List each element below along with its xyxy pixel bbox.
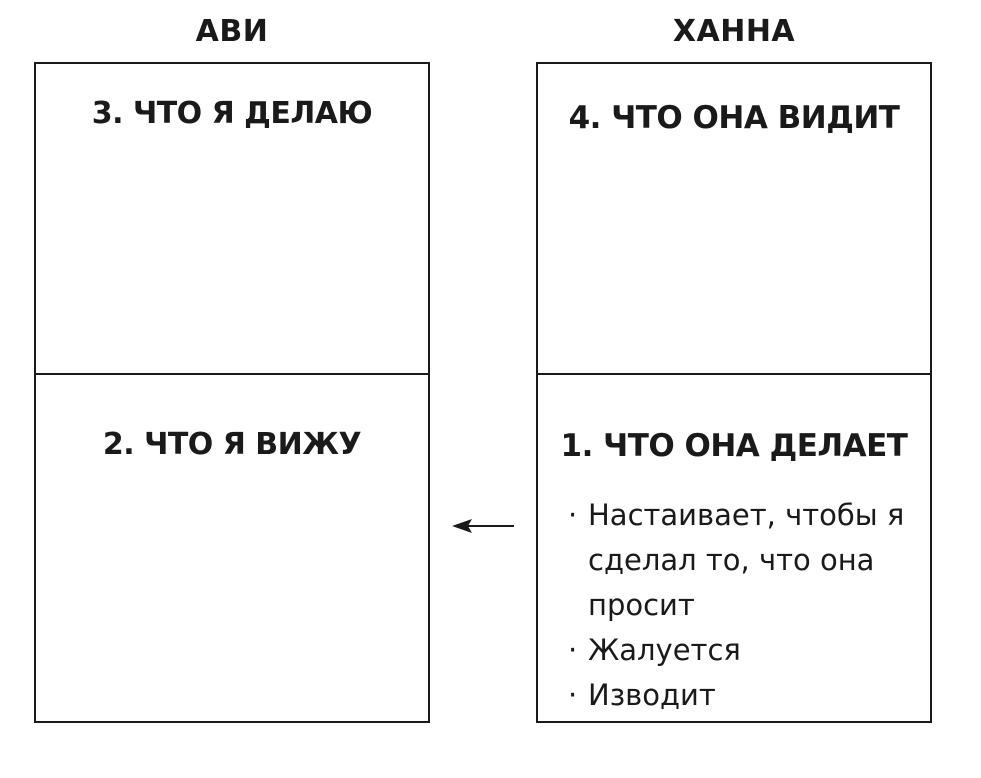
panel-title-avi-what-i-see: 2. ЧТО Я ВИЖУ [102, 427, 362, 462]
column-header-avi: АВИ [195, 14, 269, 49]
bullet-item: · Изводит [566, 673, 906, 718]
bullet-dot-icon: · [568, 678, 578, 712]
bullet-text: Изводит [588, 678, 716, 712]
bullet-text: Жалуется [588, 633, 741, 667]
bullet-text: Настаивает, чтобы я сделал то, что она п… [588, 498, 905, 622]
bullet-dot-icon: · [568, 633, 578, 667]
panel-title-hanna-what-she-does: 1. ЧТО ОНА ДЕЛАЕТ [560, 428, 908, 464]
panel-avi-what-i-see: 2. ЧТО Я ВИЖУ [34, 373, 430, 723]
bullet-item: · Жалуется [566, 628, 906, 673]
bullet-list: · Настаивает, чтобы я сделал то, что она … [566, 493, 906, 718]
bullet-dot-icon: · [568, 498, 578, 532]
panel-hanna-what-she-does: 1. ЧТО ОНА ДЕЛАЕТ · Настаивает, чтобы я с… [536, 373, 932, 723]
panel-title-avi-what-i-do: 3. ЧТО Я ДЕЛАЮ [91, 96, 373, 131]
panel-hanna-what-she-sees: 4. ЧТО ОНА ВИДИТ [536, 62, 932, 375]
column-header-hanna: ХАННА [672, 14, 796, 49]
left-arrow-icon [452, 519, 514, 533]
bullet-item: · Настаивает, чтобы я сделал то, что она … [566, 493, 906, 628]
arrow-head [452, 519, 472, 533]
panel-avi-what-i-do: 3. ЧТО Я ДЕЛАЮ [34, 62, 430, 375]
panel-title-hanna-what-she-sees: 4. ЧТО ОНА ВИДИТ [568, 100, 900, 136]
